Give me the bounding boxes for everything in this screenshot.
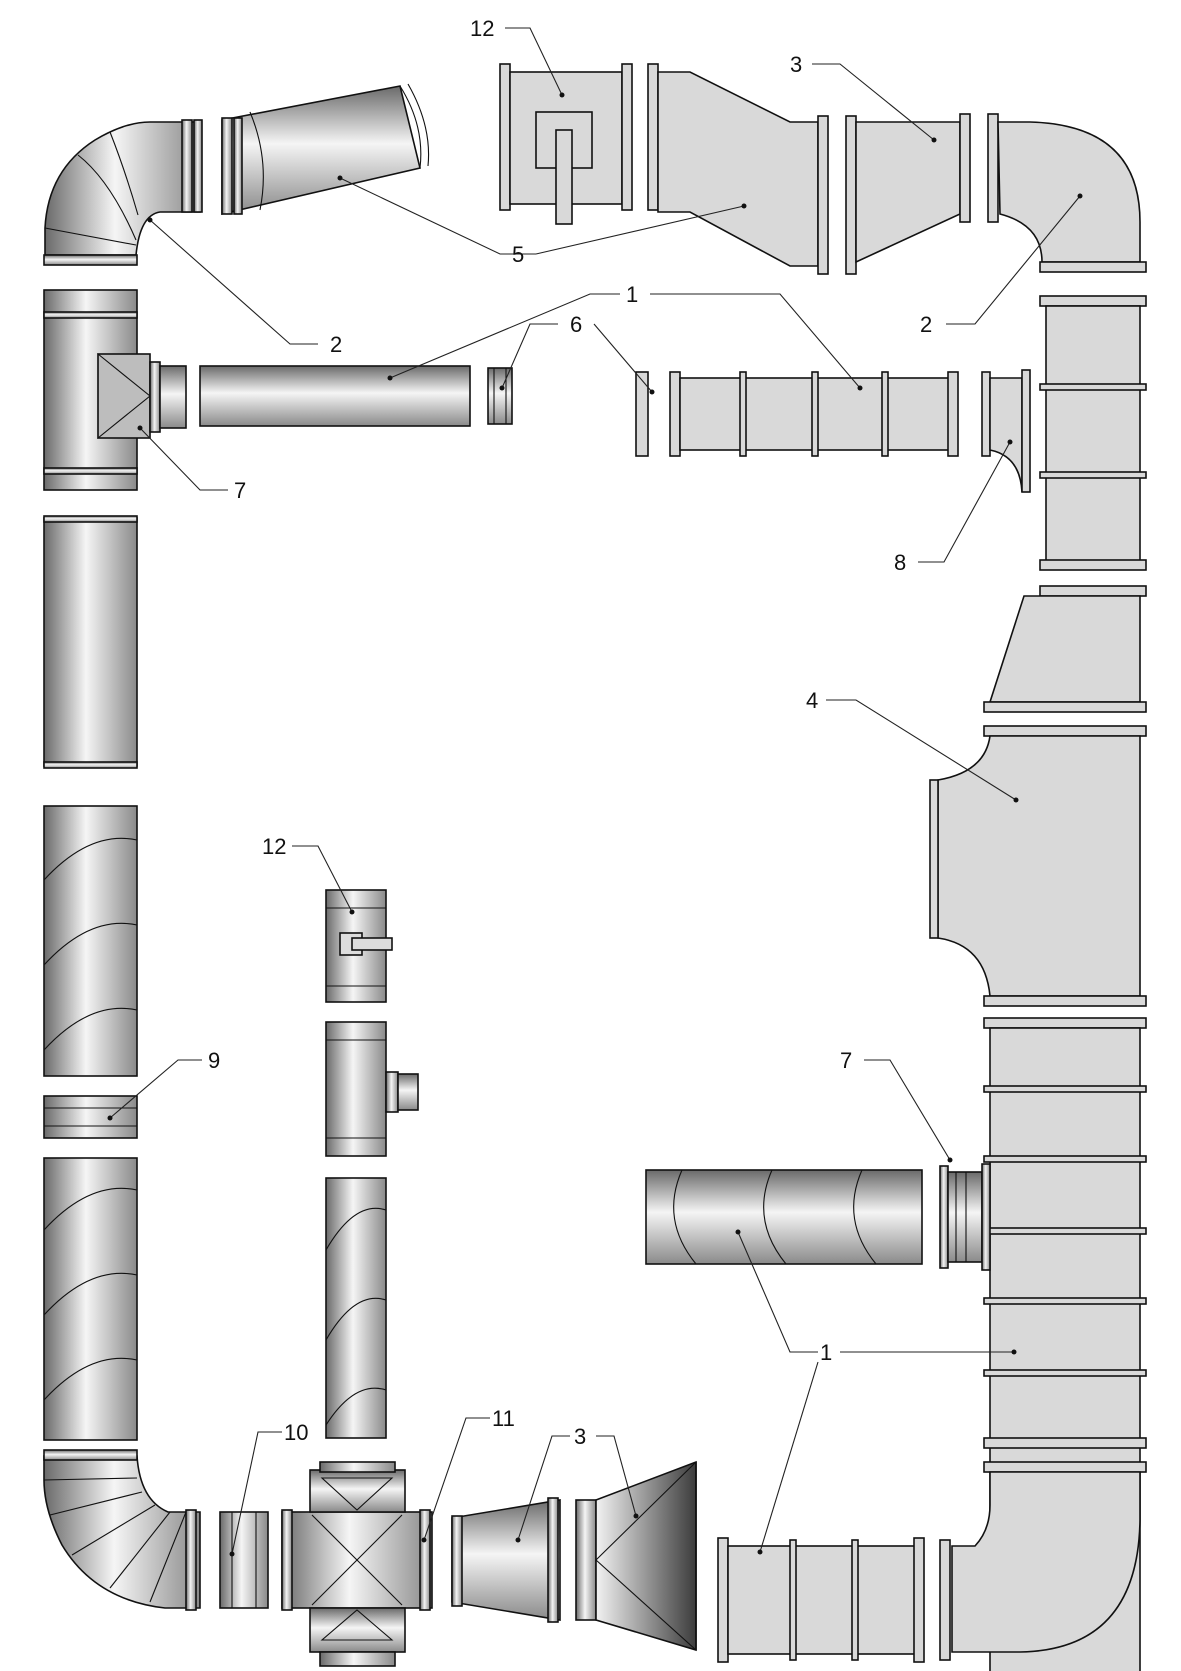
rect-elbow-bottom-right — [939, 1461, 1147, 1661]
spiral-duct-lower — [43, 1157, 138, 1441]
callout-8: 8 — [894, 550, 906, 575]
callout-2-left: 2 — [330, 332, 342, 357]
rect-duct-right-upper — [1039, 295, 1147, 571]
rect-flange-6 — [635, 371, 649, 457]
round-duct-straight-top — [199, 365, 471, 427]
callout-2-right: 2 — [920, 312, 932, 337]
leader-lines — [107, 27, 1083, 1557]
round-nipple-bottom — [219, 1511, 269, 1609]
callout-1-top: 1 — [626, 282, 638, 307]
rect-duct-bottom — [717, 1537, 925, 1663]
rect-duct-straight-mid — [669, 371, 959, 457]
callout-6: 6 — [570, 312, 582, 337]
rect-damper-top — [499, 63, 633, 225]
round-connector-top — [487, 367, 513, 425]
round-cross — [281, 1461, 433, 1667]
callout-7-left: 7 — [234, 478, 246, 503]
rect-shoe-tap — [981, 369, 1031, 493]
callout-11: 11 — [492, 1406, 515, 1431]
spiral-duct-horizontal — [645, 1169, 923, 1265]
callout-12-top: 12 — [470, 16, 494, 41]
callout-4: 4 — [806, 688, 818, 713]
round-nipple — [43, 1095, 138, 1139]
round-elbow-bottom-left — [43, 1449, 201, 1611]
callout-1-bottom: 1 — [820, 1340, 832, 1365]
round-duct-angled — [221, 83, 430, 216]
round-damper-small — [325, 889, 393, 1003]
round-tee-left — [43, 289, 187, 491]
round-reducer — [451, 1497, 561, 1623]
rect-offset-transition — [983, 585, 1147, 713]
spiral-duct-small — [325, 1177, 387, 1439]
rect-transition-offset — [647, 63, 829, 275]
callout-7-right: 7 — [840, 1048, 852, 1073]
rect-reducer-top — [845, 113, 971, 275]
callout-5: 5 — [512, 242, 524, 267]
callout-10: 10 — [284, 1420, 308, 1445]
round-to-rect-transition — [575, 1460, 697, 1652]
round-elbow-top-left — [43, 119, 203, 266]
rect-elbow-top-right — [987, 113, 1147, 273]
round-flange-7-right — [939, 1163, 991, 1271]
spiral-duct-upper — [43, 805, 138, 1077]
callout-3-bottom: 3 — [574, 1424, 586, 1449]
callout-9: 9 — [208, 1048, 220, 1073]
round-tee-small — [325, 1021, 419, 1157]
rect-tee-4 — [929, 725, 1147, 1007]
callout-labels: 12 3 5 2 2 1 6 7 8 4 12 9 7 1 10 11 3 — [208, 16, 932, 1449]
callout-3-top: 3 — [790, 52, 802, 77]
callout-12-lower: 12 — [262, 834, 286, 859]
round-duct-straight-left — [43, 515, 138, 769]
